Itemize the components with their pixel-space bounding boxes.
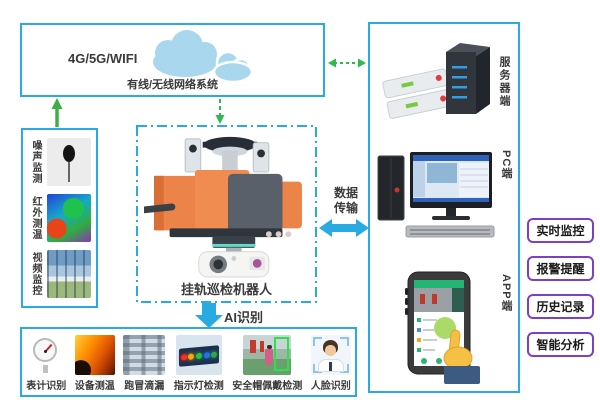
ai-item-indicator: 指示灯检测 [174, 335, 224, 392]
robot-label: 挂轨巡检机器人 [180, 282, 272, 297]
ai-item-meter: 表计识别 [26, 335, 66, 392]
thermal-photo [74, 335, 115, 375]
green-up-arrow [51, 98, 63, 127]
frame-corner-icon [312, 337, 322, 346]
cctv-scene-photo [47, 250, 91, 298]
ai-item-thermal: 设备测温 [74, 335, 115, 392]
detection-bounding-box [274, 337, 289, 371]
network-caption: 有线/无线网络系统 [126, 79, 219, 91]
video-monitoring-label: 视频监控 [30, 252, 41, 296]
data-transfer-arrow [319, 219, 369, 237]
network-system-box: 4G/5G/WIFI 有线/无线网络系统 [20, 23, 325, 97]
feature-intelligent-analysis: 智能分析 [527, 332, 594, 357]
ai-recognition-panel: 表计识别 设备测温 跑冒滴漏 指示灯检测 [20, 327, 357, 397]
microphone-photo [47, 138, 91, 186]
desktop-pc-icon [377, 152, 495, 238]
noise-monitoring-label: 噪声监测 [30, 140, 41, 184]
app-side-label: APP端 [500, 274, 512, 312]
server-side-label: 服务器端 [498, 56, 510, 108]
face-recognition-photo [310, 335, 351, 375]
feature-history-records: 历史记录 [527, 294, 594, 319]
pipes-photo [123, 335, 166, 375]
thermal-image-photo [47, 194, 91, 242]
tablet-hand-icon [405, 271, 480, 384]
face-recognition-label: 人脸识别 [310, 381, 351, 392]
helmet-detection-photo [243, 335, 292, 375]
rail-inspection-robot-photo [144, 136, 302, 278]
ai-down-arrow [195, 303, 223, 328]
green-dashed-down-arrow [215, 99, 225, 124]
feature-alarm-reminder: 报警提醒 [527, 256, 594, 281]
pc-side-label: PC端 [500, 150, 512, 180]
robot-box-border [136, 125, 317, 303]
indicator-light-label: 指示灯检测 [173, 381, 224, 392]
sensor-row-noise: 噪声监测 [23, 138, 96, 186]
helmet-detection-label: 安全帽佩戴检测 [232, 381, 303, 392]
worker-figure [265, 348, 273, 365]
microphone-icon [63, 145, 75, 162]
infrared-temp-label: 红外测温 [30, 196, 41, 240]
ai-recognition-label: AI识别 [224, 310, 264, 325]
leakage-label: 跑冒滴漏 [124, 381, 165, 392]
ai-item-face: 人脸识别 [310, 335, 351, 392]
server-icon [382, 43, 490, 119]
ai-item-leak: 跑冒滴漏 [123, 335, 166, 392]
sensor-row-video: 视频监控 [23, 250, 96, 298]
meter-recognition-label: 表计识别 [26, 381, 67, 392]
terminal-panel: 服务器端 PC端 [368, 22, 520, 393]
cloud-icon [153, 30, 254, 84]
wifi-label: 4G/5G/WIFI [68, 51, 138, 66]
indicator-lights-photo [175, 335, 222, 375]
feature-realtime-monitoring: 实时监控 [527, 218, 594, 243]
indicator-lights-icon [178, 345, 219, 367]
robot-box: 挂轨巡检机器人 [136, 125, 317, 303]
sensor-panel: 噪声监测 红外测温 视频监控 [21, 128, 98, 308]
gauge-icon [33, 338, 58, 362]
equipment-temp-label: 设备测温 [74, 381, 115, 392]
gauge-photo [30, 335, 63, 375]
data-transfer-label: 数据 传输 [333, 186, 358, 215]
green-dashed-double-arrow [328, 58, 366, 68]
ai-item-helmet: 安全帽佩戴检测 [232, 335, 302, 392]
hand-cursor-icon [443, 329, 480, 384]
sensor-row-infrared: 红外测温 [23, 194, 96, 242]
